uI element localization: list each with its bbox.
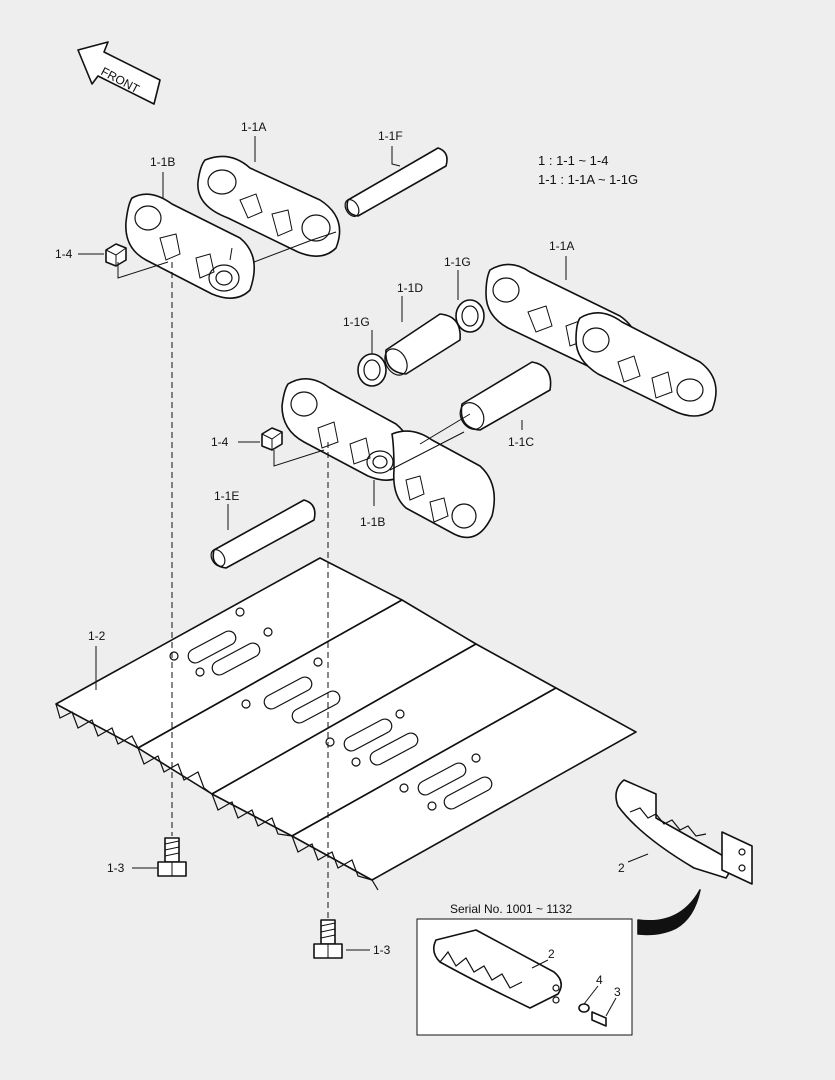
callout-1-4-upper: 1-4 — [55, 247, 73, 261]
inset-pointer-arrow-icon — [637, 889, 701, 936]
callout-1-1a-upper: 1-1A — [241, 120, 266, 134]
bolt-1-3-right — [313, 919, 343, 959]
callout-1-1c: 1-1C — [508, 435, 534, 449]
link-1-1a-upper — [197, 155, 341, 257]
callout-1-1g-right: 1-1G — [444, 255, 471, 269]
pin-1-1e — [210, 499, 316, 569]
link-1-1b-middle — [281, 378, 412, 481]
pin-1-1f — [344, 147, 448, 217]
callout-1-1f: 1-1F — [378, 129, 403, 143]
callout-1-1b-middle: 1-1B — [360, 515, 385, 529]
nut-1-4-upper — [105, 243, 127, 267]
link-1-1b-right — [575, 312, 717, 417]
inset-title: Serial No. 1001 ~ 1132 — [450, 902, 573, 916]
callout-2: 2 — [618, 861, 625, 875]
front-arrow-icon: FRONT — [77, 41, 161, 105]
callout-1-1e: 1-1E — [214, 489, 239, 503]
seal-1-1g-left — [357, 353, 387, 387]
leader-lines — [78, 136, 649, 1017]
callout-1-3-left: 1-3 — [107, 861, 125, 875]
callout-1-1d: 1-1D — [397, 281, 423, 295]
bushing-1-1d — [384, 313, 461, 376]
callout-1-2: 1-2 — [88, 629, 106, 643]
callout-1-1g-left: 1-1G — [343, 315, 370, 329]
link-1-1b-upper — [125, 193, 256, 299]
callout-1-1a-right: 1-1A — [549, 239, 574, 253]
handle-2 — [615, 779, 753, 885]
track-shoe-1-2 — [55, 557, 637, 891]
callout-1-4-middle: 1-4 — [211, 435, 229, 449]
serial-inset: Serial No. 1001 ~ 1132 — [416, 902, 633, 1036]
bushing-1-1c — [459, 361, 552, 431]
legend-line-1: 1 : 1-1 ~ 1-4 — [538, 153, 608, 168]
callout-inset-2: 2 — [548, 947, 555, 961]
legend-line-2: 1-1 : 1-1A ~ 1-1G — [538, 172, 638, 187]
seal-1-1g-right — [455, 299, 485, 333]
link-1-1a-middle — [391, 430, 496, 539]
callout-1-3-right: 1-3 — [373, 943, 391, 957]
nut-1-4-middle — [261, 427, 283, 451]
callout-inset-3: 3 — [614, 985, 621, 999]
callout-1-1b-upper: 1-1B — [150, 155, 175, 169]
bolt-1-3-left — [157, 837, 187, 877]
callout-inset-4: 4 — [596, 973, 603, 987]
